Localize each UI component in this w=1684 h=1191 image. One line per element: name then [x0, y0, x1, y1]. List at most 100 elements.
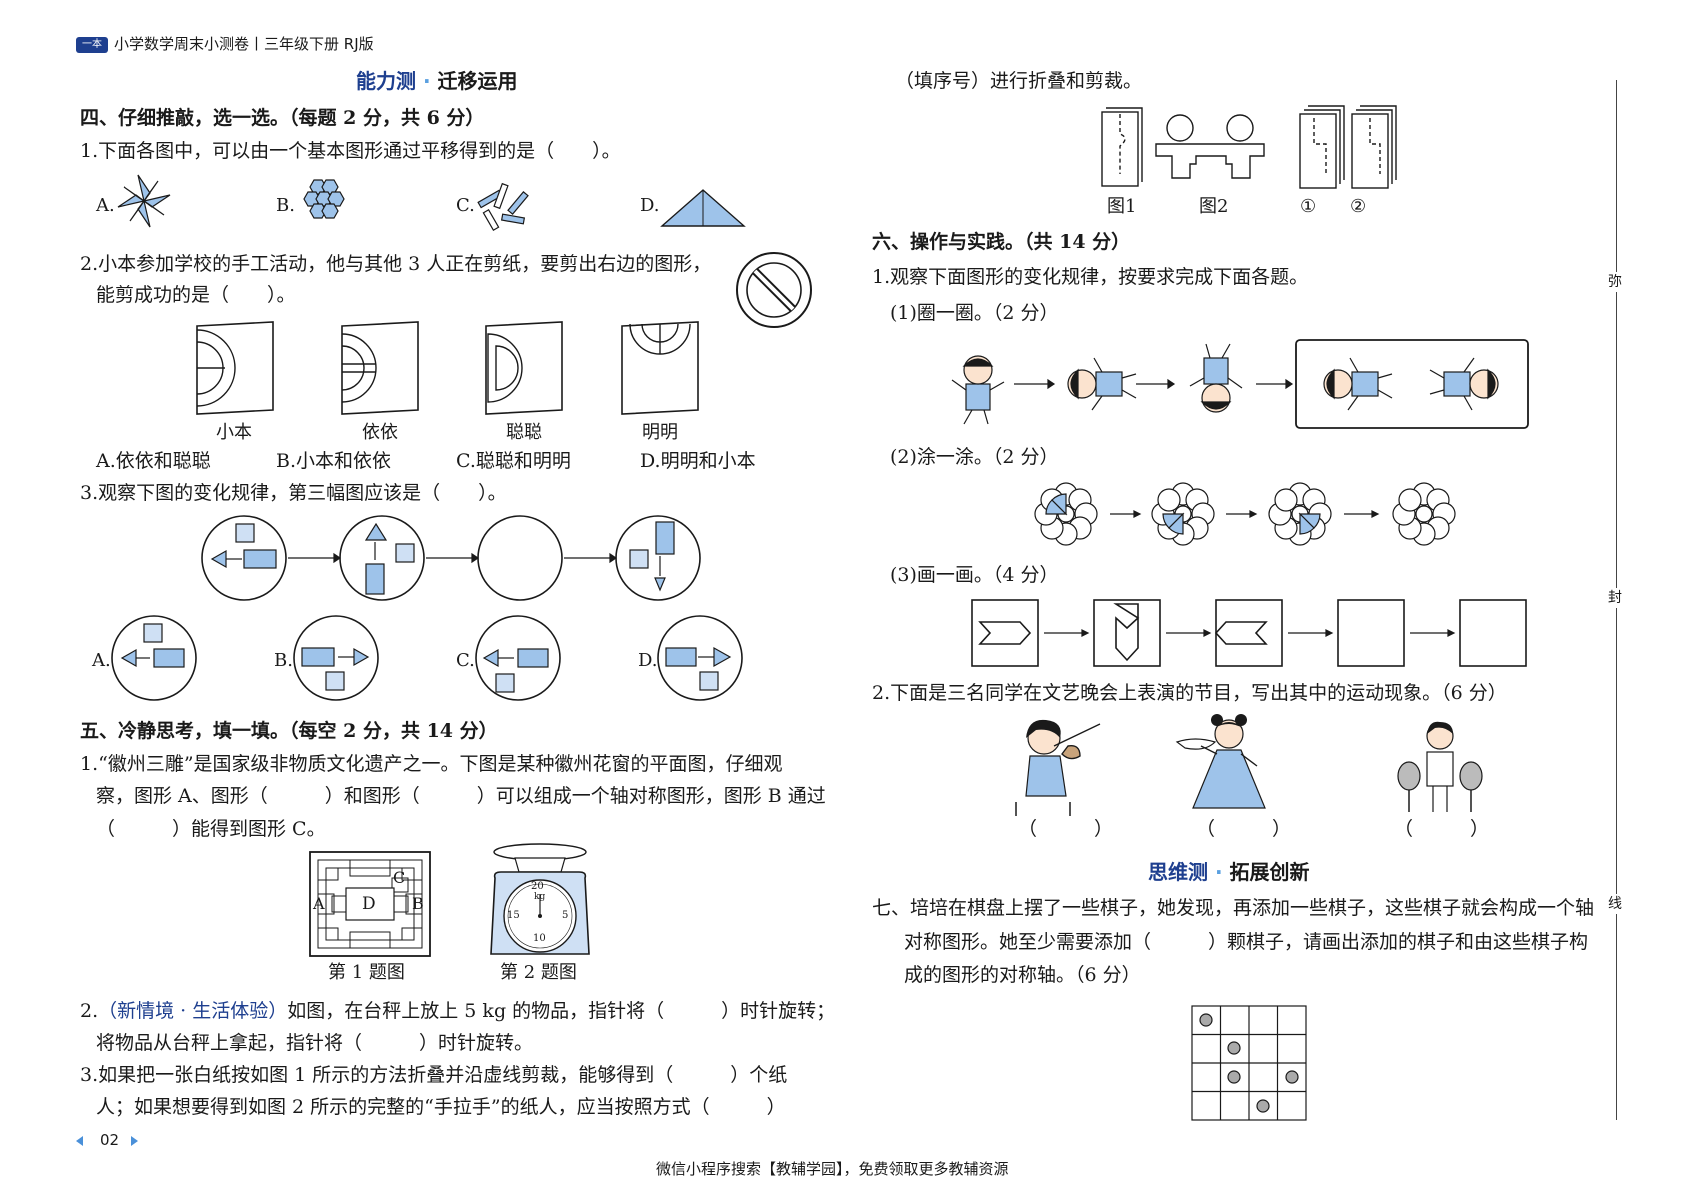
binding-char-3: 线	[1608, 894, 1622, 914]
huizhou-window-figure	[309, 851, 431, 957]
window-letter-b: B	[412, 894, 424, 913]
fill-q2-line2: 将物品从台秤上拿起，指针将（ ）时针旋转。	[96, 1032, 534, 1054]
new-context-tag: （新情境 · 生活体验）	[98, 1000, 288, 1022]
cymbal-player-figure	[1397, 721, 1483, 812]
triangle-figure	[660, 189, 746, 227]
chess-piece	[1256, 1099, 1270, 1113]
q2-option-d: D.明明和小本	[640, 450, 756, 472]
figure-1-caption: 第 1 题图	[328, 962, 405, 983]
rectangles-rotated-figure	[477, 182, 529, 231]
fold-caption-fig2: 图2	[1199, 196, 1229, 217]
binding-char-1: 弥	[1608, 272, 1622, 292]
fill-q1-line3: （ ）能得到图形 C。	[96, 818, 326, 840]
title-part-b: 迁移运用	[437, 69, 518, 93]
next-page-arrow[interactable]	[131, 1136, 138, 1146]
pattern-sequence-figure	[201, 515, 701, 601]
chessboard-grid[interactable]	[1190, 1004, 1308, 1122]
header-text: 小学数学周末小测卷丨三年级下册 RJ版	[114, 35, 374, 53]
scale-number-20: 20	[531, 881, 544, 892]
dancer-figure	[1175, 714, 1266, 809]
page-number: 02	[100, 1131, 120, 1149]
q2-option-c: C.聪聪和明明	[456, 450, 571, 472]
section-title-ability: 能力测 · 迁移运用	[356, 71, 518, 91]
chess-piece	[1199, 1013, 1213, 1027]
fold-caption-option1: ①	[1300, 196, 1317, 217]
flower-sequence	[1034, 482, 1456, 546]
fill-q1-line1: 1.“徽州三雕”是国家级非物质文化遗产之一。下图是某种徽州花窗的平面图，仔细观	[80, 753, 783, 775]
fill-q1-line2: 察，图形 A、图形（ ）和图形（ ）可以组成一个轴对称图形，图形 B 通过	[96, 785, 826, 807]
q1-option-a-label: A.	[96, 195, 115, 216]
section-6-q1c: (3)画一画。（4 分）	[890, 564, 1059, 586]
section-7-line2: 对称图形。她至少需要添加（ ）颗棋子，请画出添加的棋子和由这些棋子构	[904, 931, 1589, 953]
rotating-figure-sequence	[951, 339, 1529, 429]
q3-option-d-label: D.	[638, 650, 658, 671]
scale-number-5: 5	[562, 910, 569, 921]
window-letter-a: A	[313, 894, 325, 913]
prev-page-arrow[interactable]	[76, 1136, 83, 1146]
fill-q3-line2: 人；如果想要得到如图 2 所示的完整的“手拉手”的纸人，应当按照方式（ ）	[96, 1096, 786, 1118]
performer-blank-2[interactable]: （ ）	[1196, 818, 1292, 840]
fill-q2-line1: 2.（新情境 · 生活体验）如图，在台秤上放上 5 kg 的物品，指针将（ ）时…	[80, 1002, 835, 1021]
right-top-text: （填序号）进行折叠和剪裁。	[895, 70, 1143, 92]
figure-2-caption: 第 2 题图	[500, 962, 577, 983]
q3-option-b-label: B.	[274, 650, 293, 671]
q1-option-b-label: B.	[276, 195, 295, 216]
binding-char-2: 封	[1608, 588, 1622, 608]
section-6-q1a: (1)圈一圈。（2 分）	[890, 302, 1059, 324]
window-letter-c: C	[393, 868, 406, 887]
folded-paper-xiaoben	[196, 321, 274, 415]
section-6-heading: 六、操作与实践。（共 14 分）	[872, 231, 1131, 253]
fold-caption-option2: ②	[1350, 196, 1367, 217]
question-4-2-line1: 2.小本参加学校的手工活动，他与其他 3 人正在剪纸，要剪出右边的图形，	[80, 253, 712, 275]
performer-blank-3[interactable]: （ ）	[1394, 818, 1490, 840]
q3-option-c-label: C.	[456, 650, 475, 671]
chessboard-pieces	[1199, 1013, 1299, 1113]
fill-q2-number: 2.	[80, 1000, 99, 1022]
header-badge: 一本	[76, 37, 108, 53]
q1-option-d-label: D.	[640, 195, 660, 216]
folding-figures	[1101, 105, 1397, 189]
chess-piece	[1227, 1070, 1241, 1084]
chess-piece	[1227, 1041, 1241, 1055]
q2-option-a: A.依依和聪聪	[96, 450, 211, 472]
fill-q3-line1: 3.如果把一张白纸按如图 1 所示的方法折叠并沿虚线剪裁，能够得到（ ）个纸	[80, 1064, 788, 1086]
title2-part-a: 思维测	[1148, 860, 1208, 884]
chess-piece	[1285, 1070, 1299, 1084]
question-4-3: 3.观察下图的变化规律，第三幅图应该是（ ）。	[80, 482, 507, 504]
section-7-line1: 七、培培在棋盘上摆了一些棋子，她发现，再添加一些棋子，这些棋子就会构成一个轴	[872, 897, 1595, 919]
pinwheel-figure	[117, 174, 171, 228]
performer-blank-1[interactable]: （ ）	[1018, 818, 1114, 840]
scale-number-15: 15	[507, 910, 520, 921]
section-7-line3: 成的图形的对称轴。（6 分）	[904, 964, 1141, 986]
question-4-1: 1.下面各图中，可以由一个基本图形通过平移得到的是（ ）。	[80, 140, 621, 162]
question-4-2-line2: 能剪成功的是（ ）。	[96, 284, 296, 306]
q3-option-a-label: A.	[92, 650, 111, 671]
fill-q2-text: 如图，在台秤上放上 5 kg 的物品，指针将（ ）时针旋转；	[287, 1000, 836, 1022]
hexagon-cluster-figure	[303, 179, 345, 219]
draw-sequence-boxes	[971, 599, 1527, 667]
section-6-q1: 1.观察下面图形的变化规律，按要求完成下面各题。	[872, 266, 1309, 288]
fold-caption-fig1: 图1	[1107, 196, 1137, 217]
scale-unit-kg: kg	[534, 892, 546, 902]
folded-paper-mingming	[621, 321, 699, 415]
title-part-a: 能力测	[356, 69, 416, 93]
section-6-q2: 2.下面是三名同学在文艺晚会上表演的节目，写出其中的运动现象。（6 分）	[872, 682, 1507, 704]
platform-scale-figure	[490, 843, 590, 955]
section-4-heading: 四、仔细推敲，选一选。（每题 2 分，共 6 分）	[80, 107, 485, 129]
q1-option-c-label: C.	[456, 195, 475, 216]
q3-option-circles	[111, 615, 743, 701]
footer-text: 微信小程序搜索【教辅学园】，免费领取更多教辅资源	[656, 1160, 1009, 1178]
folded-paper-congcong	[485, 321, 563, 415]
title2-part-b: 拓展创新	[1229, 860, 1310, 884]
violinist-figure	[1015, 719, 1101, 816]
q2-option-b: B.小本和依依	[276, 450, 392, 472]
title2-dot: ·	[1214, 860, 1223, 884]
section-6-q1b: (2)涂一涂。（2 分）	[890, 446, 1059, 468]
scale-number-10: 10	[533, 933, 546, 944]
prohibition-sign-figure	[736, 252, 812, 328]
window-letter-d: D	[362, 894, 376, 914]
folded-paper-yiyi	[341, 321, 419, 415]
section-5-heading: 五、冷静思考，填一填。（每空 2 分，共 14 分）	[80, 720, 498, 742]
paper-name-congcong: 聪聪	[506, 422, 542, 443]
paper-name-mingming: 明明	[642, 422, 678, 443]
